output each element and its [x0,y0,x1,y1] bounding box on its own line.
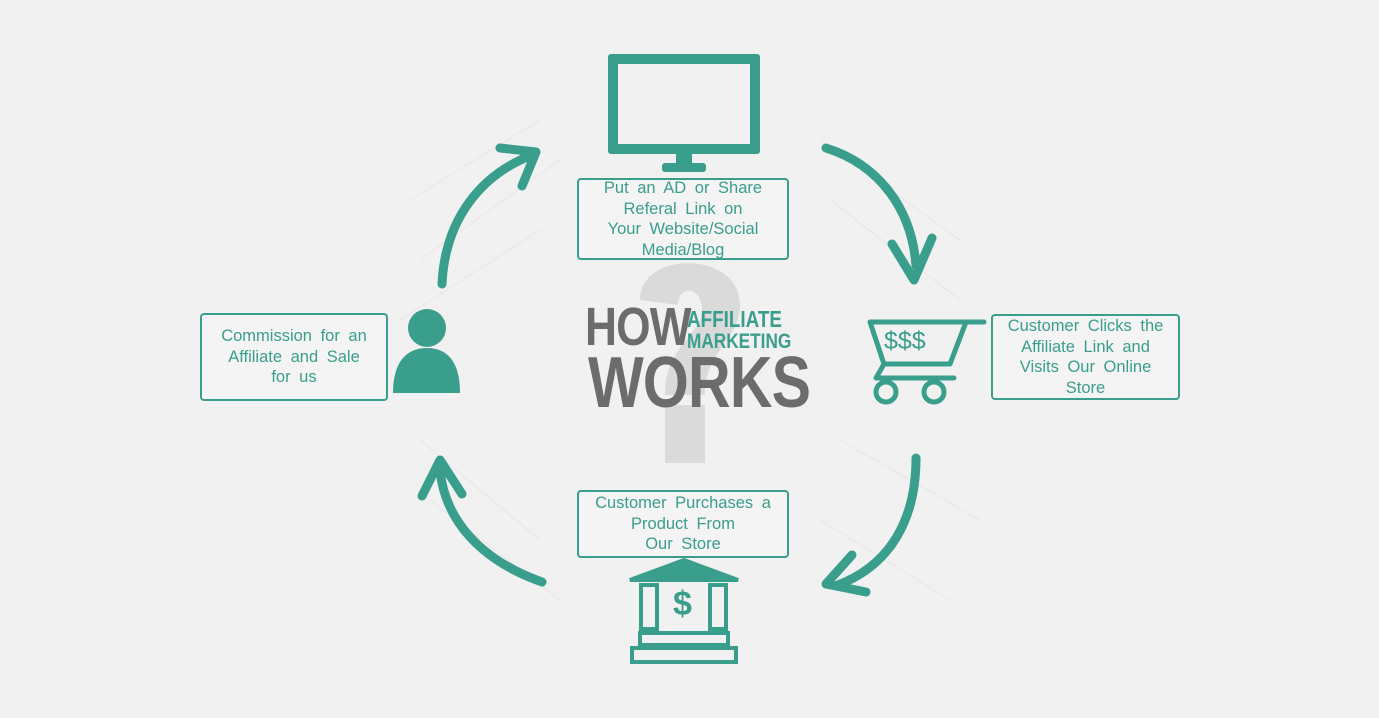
step-line: Affiliate Link and [1021,337,1150,356]
step-line: Customer Clicks the [1007,317,1164,335]
step-line: Media/Blog [641,240,725,259]
step-line: Referal Link on [623,199,743,218]
step-line: Your Website/Social [607,220,759,238]
shopping-cart-icon [867,319,987,405]
cycle-arrows [417,143,937,597]
step-line: Our Store [645,535,721,554]
step-line: for us [271,368,317,387]
bank-dollar-text: $ [673,585,692,623]
step-box-customer-clicks: Customer Clicks the Affiliate Link and V… [991,314,1180,400]
step-line: Put an AD or Share [603,179,763,197]
person-icon [393,309,460,393]
step-box-commission: Commission for an Affiliate and Sale for… [200,313,388,401]
question-mark-icon [640,263,740,463]
arrow-bottom-left-head [417,455,467,501]
arrow-top-left-head [495,143,541,191]
step-line: Store [1065,378,1106,397]
arrow-bottom-left [435,465,547,587]
arrow-top-right-head [887,233,937,285]
title-works: WORKS [588,343,811,423]
cart-dollar-text: $$$ [884,327,926,355]
bank-icon [629,557,739,664]
arrow-bottom-right [833,453,921,590]
title-marketing: MARKETING [687,330,792,353]
arrow-top-left [437,150,537,289]
step-box-customer-purchases: Customer Purchases a Product From Our St… [577,490,789,558]
arrow-top-right [821,143,921,271]
arrow-bottom-right-head [821,550,871,597]
step-line: Affiliate and Sale [228,347,360,366]
step-line: Visits Our Online [1019,358,1152,376]
title-how: HOW [585,297,692,357]
monitor-icon [608,54,760,172]
step-line: Customer Purchases a [595,494,771,513]
step-box-share-link: Put an AD or Share Referal Link on Your … [577,178,789,260]
step-line: Commission for an [221,327,367,346]
step-line: Product From [631,514,735,533]
title-affiliate: AFFILIATE [687,306,782,332]
